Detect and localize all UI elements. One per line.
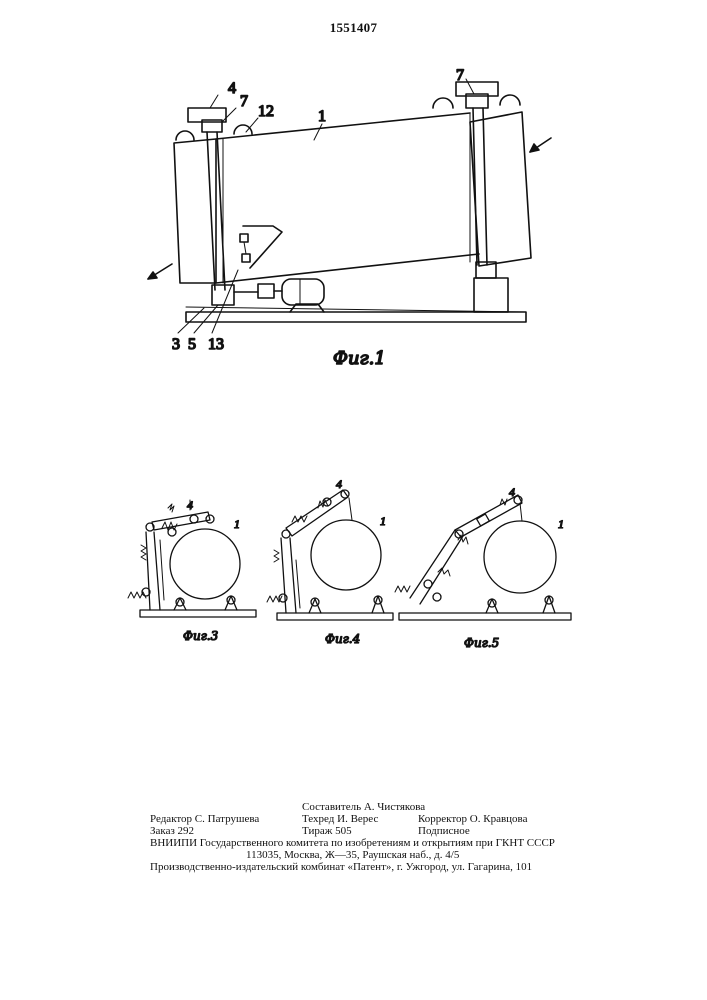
fig1-label-1: 1 — [318, 108, 326, 125]
fig1-right-stand — [433, 82, 520, 312]
fig1-caption: Фиг.1 — [333, 348, 386, 369]
fig1-label-7: 7 — [240, 93, 248, 110]
fig1-label-4: 4 — [228, 80, 236, 97]
fig3-drawing: 4 1 Фиг.3 — [128, 498, 256, 643]
fig1-base-frame — [186, 312, 526, 322]
fig3-label-4: 4 — [187, 498, 193, 512]
fig1-outflow-arrow — [148, 264, 172, 279]
fig3-drum — [170, 529, 240, 599]
fig4-drum — [311, 520, 381, 590]
fig4-label-4: 4 — [336, 477, 342, 491]
fig1-drawing: 4 7 12 1 7 3 5 13 Фиг.1 — [148, 67, 551, 369]
fig5-label-4: 4 — [509, 485, 515, 499]
fig1-label-13: 13 — [208, 336, 224, 353]
fig4-caption: Фиг.4 — [325, 632, 360, 646]
fig1-drive — [234, 279, 324, 312]
fig5-drum — [484, 521, 556, 593]
imprint-printer: Производственно-издательский комбинат «П… — [150, 861, 532, 874]
fig1-label-3: 3 — [172, 336, 180, 353]
fig4-drawing: 4 1 Фиг.4 — [267, 477, 393, 646]
fig5-label-1: 1 — [558, 517, 564, 531]
fig1-label-7-right: 7 — [456, 67, 464, 84]
fig5-drawing: 4 1 Фиг.5 — [395, 485, 571, 650]
fig1-left-stand — [176, 108, 252, 305]
fig3-label-1: 1 — [234, 517, 240, 531]
fig1-sensor-bracket — [240, 226, 282, 268]
fig1-label-12: 12 — [258, 103, 274, 120]
fig1-label-5: 5 — [188, 336, 196, 353]
fig3-caption: Фиг.3 — [183, 629, 219, 643]
fig4-label-1: 1 — [380, 514, 386, 528]
fig5-caption: Фиг.5 — [464, 636, 499, 650]
fig1-inflow-arrow — [530, 138, 551, 152]
